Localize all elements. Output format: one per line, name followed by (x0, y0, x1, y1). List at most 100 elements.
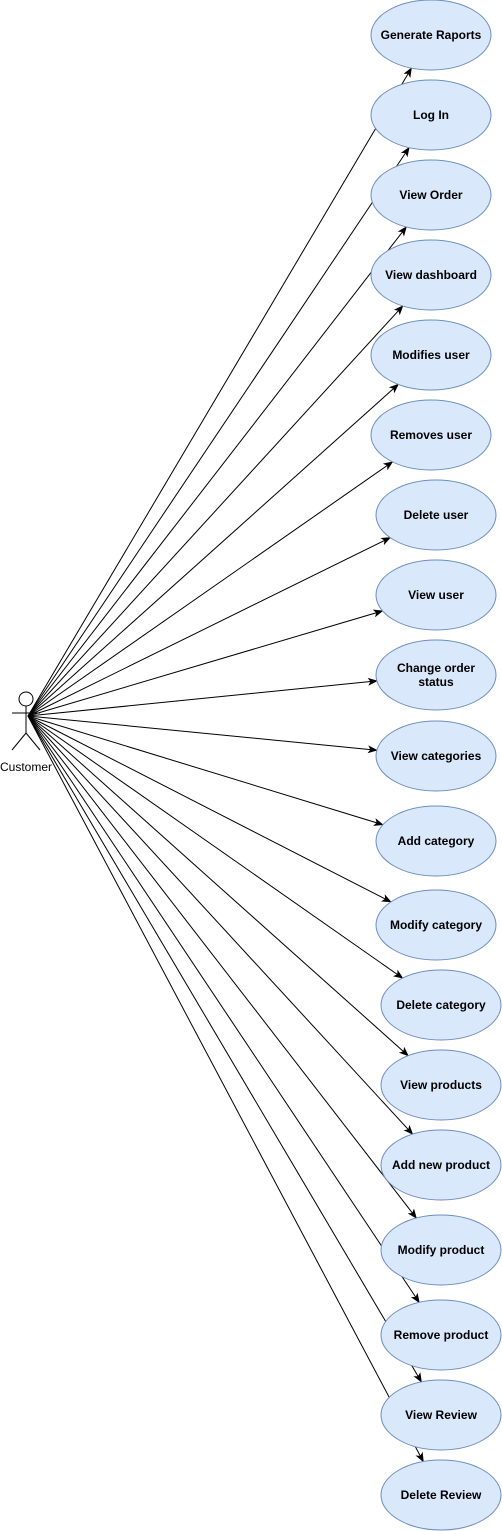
use-case-ellipse (380, 1214, 502, 1286)
use-case-label-line: View Order (399, 188, 462, 202)
association-view-products (27, 715, 409, 1057)
use-case-ellipse (380, 1129, 502, 1201)
use-case-label-line: View Review (405, 1408, 477, 1422)
use-case-ellipse (375, 720, 497, 792)
associations (27, 67, 424, 1463)
use-case-label: View products (400, 1078, 482, 1092)
use-case-delete-user: Delete user (375, 479, 497, 551)
use-case-modify-category: Modify category (375, 889, 497, 961)
use-case-label: Delete category (396, 998, 486, 1012)
use-case-view-dashboard: View dashboard (370, 239, 492, 311)
use-case-generate-raports: Generate Raports (370, 0, 492, 71)
use-case-modifies-user: Modifies user (370, 319, 492, 391)
association-view-dashboard (27, 305, 404, 717)
association-remove-product (27, 715, 420, 1304)
use-case-label: Remove product (394, 1328, 489, 1342)
use-case-label: Log In (413, 108, 449, 122)
use-case-label-line: Modify product (398, 1243, 485, 1257)
use-case-label-line: Modifies user (392, 348, 470, 362)
use-case-ellipse (380, 1459, 502, 1531)
association-delete-user (27, 537, 392, 717)
association-removes-user (27, 461, 394, 717)
use-case-remove-product: Remove product (380, 1299, 502, 1371)
use-case-label: Add category (398, 834, 475, 848)
use-case-label-line: Delete user (404, 508, 469, 522)
use-case-label-line: Add category (398, 834, 475, 848)
use-case-ellipse (375, 805, 497, 877)
use-case-label-line: Modify category (390, 918, 482, 932)
use-case-label: View categories (391, 749, 482, 763)
use-case-label: Modify product (398, 1243, 485, 1257)
use-case-label-line: View products (400, 1078, 482, 1092)
use-case-ellipse (375, 559, 497, 631)
use-case-label: View user (408, 588, 464, 602)
use-case-ellipse (370, 79, 492, 151)
use-case-ellipse (375, 639, 497, 711)
use-case-label: View Review (405, 1408, 477, 1422)
use-case-label: Delete Review (401, 1488, 482, 1502)
association-add-new-product (27, 715, 414, 1135)
association-change-order-status (27, 677, 378, 717)
association-delete-review (27, 715, 424, 1463)
use-case-ellipse (380, 1049, 502, 1121)
use-case-label: Add new product (392, 1158, 490, 1172)
association-add-category (27, 715, 384, 826)
use-case-label: View Order (399, 188, 462, 202)
association-modifies-user (27, 383, 400, 717)
use-case-ellipse (370, 159, 492, 231)
use-case-label: Delete user (404, 508, 469, 522)
use-case-label-line: Change order (397, 661, 475, 675)
association-modify-product (27, 715, 417, 1219)
association-view-categories (27, 715, 378, 754)
use-case-view-user: View user (375, 559, 497, 631)
use-case-delete-review: Delete Review (380, 1459, 502, 1531)
use-case-label-line: Delete category (396, 998, 486, 1012)
use-case-ellipse (375, 479, 497, 551)
use-case-delete-category: Delete category (380, 969, 502, 1041)
use-case-add-category: Add category (375, 805, 497, 877)
actor-leg-right (25, 732, 41, 751)
association-modify-category (27, 715, 392, 903)
actor-label: Customer (0, 760, 52, 774)
use-case-label-line: status (418, 675, 454, 689)
use-case-label-line: Add new product (392, 1158, 490, 1172)
use-case-label-line: Removes user (390, 428, 472, 442)
actor-head (18, 691, 34, 707)
use-case-ellipse (380, 1379, 502, 1451)
use-case-ellipse (380, 969, 502, 1041)
use-case-label: View dashboard (385, 268, 477, 282)
use-case-modify-product: Modify product (380, 1214, 502, 1286)
use-case-view-categories: View categories (375, 720, 497, 792)
use-case-add-new-product: Add new product (380, 1129, 502, 1201)
use-case-label: Generate Raports (381, 28, 482, 42)
association-view-order (27, 226, 407, 717)
use-case-view-products: View products (380, 1049, 502, 1121)
use-case-ellipse (370, 319, 492, 391)
association-log-in (27, 146, 410, 717)
association-generate-raports (27, 67, 412, 717)
use-case-label: Modifies user (392, 348, 470, 362)
association-view-user (27, 609, 384, 717)
actor-customer: Customer (0, 691, 52, 774)
actor-leg-left (11, 732, 27, 751)
use-case-ellipse (370, 239, 492, 311)
use-case-label: Removes user (390, 428, 472, 442)
use-case-label: Modify category (390, 918, 482, 932)
use-case-ellipse (370, 0, 492, 71)
association-delete-category (27, 715, 404, 979)
use-case-label-line: Delete Review (401, 1488, 482, 1502)
use-case-log-in: Log In (370, 79, 492, 151)
use-case-label-line: View categories (391, 749, 482, 763)
use-case-ellipse (380, 1299, 502, 1371)
use-case-removes-user: Removes user (370, 399, 492, 471)
use-case-ellipse (375, 889, 497, 961)
use-case-label-line: Log In (413, 108, 449, 122)
use-case-label-line: Remove product (394, 1328, 489, 1342)
association-view-review (27, 715, 422, 1383)
use-case-label-line: View user (408, 588, 464, 602)
use-case-label-line: Generate Raports (381, 28, 482, 42)
